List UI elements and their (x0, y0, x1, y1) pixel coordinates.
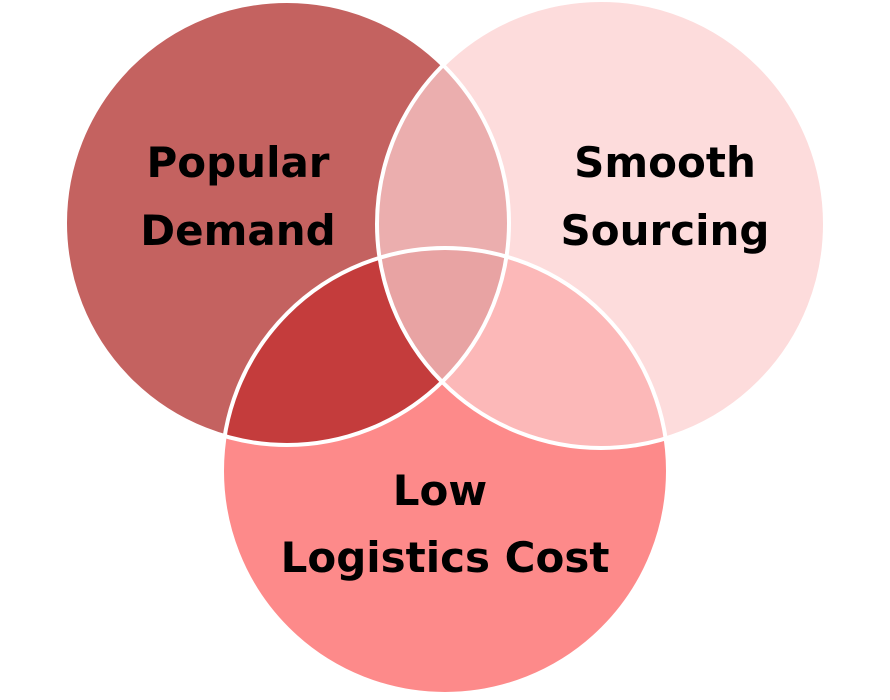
label-logistics-cost: Logistics Cost (281, 533, 610, 582)
circle-outlines (63, 0, 827, 696)
label-popular: Popular (146, 138, 329, 187)
label-demand: Demand (140, 206, 335, 255)
overlap-sourcing-logistics (377, 248, 668, 448)
overlap-demand-logistics (222, 248, 509, 445)
label-smooth: Smooth (574, 138, 756, 187)
label-sourcing: Sourcing (561, 206, 770, 255)
label-low: Low (393, 466, 487, 515)
